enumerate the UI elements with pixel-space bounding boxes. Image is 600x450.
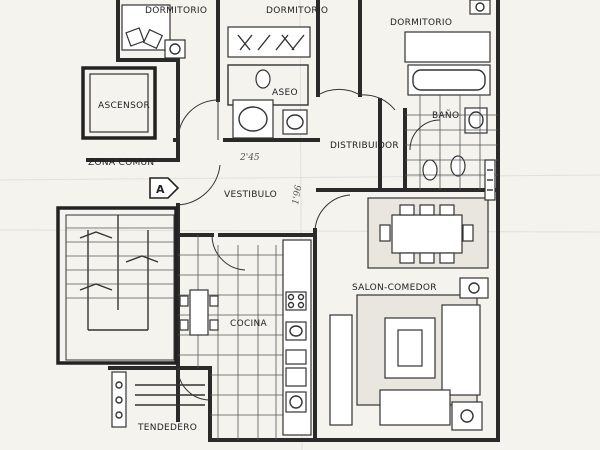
room-label-kitchen: COCINA bbox=[230, 319, 268, 329]
radiator bbox=[484, 159, 496, 201]
bedroom-1-furniture bbox=[121, 4, 186, 59]
dining-set bbox=[367, 197, 489, 269]
outer-walls bbox=[86, 0, 500, 442]
room-label-elevator: ASCENSOR bbox=[98, 101, 150, 111]
doors bbox=[177, 88, 441, 401]
room-label-bano: BAÑO bbox=[432, 110, 459, 121]
kitchen-counter bbox=[282, 239, 312, 436]
bedroom-2-furniture bbox=[227, 26, 311, 58]
dimension-corridor-width: 2'45 bbox=[239, 153, 260, 163]
room-label-common-zone: ZONA COMUN bbox=[88, 158, 154, 168]
room-label-bedroom-2: DORMITORIO bbox=[266, 6, 328, 16]
dimension-vestibule: 1'96 bbox=[291, 184, 304, 205]
room-label-living-dining: SALON-COMEDOR bbox=[352, 283, 437, 293]
lounge-set bbox=[329, 277, 489, 431]
room-label-laundry: TENDEDERO bbox=[137, 423, 197, 433]
kitchen-tiles bbox=[178, 235, 283, 440]
elevator-shaft bbox=[81, 66, 157, 140]
bano-fixtures bbox=[405, 64, 498, 190]
bedroom-3-furniture bbox=[404, 0, 491, 63]
room-label-bedroom-3: DORMITORIO bbox=[390, 18, 452, 28]
room-label-distributor: DISTRIBUIDOR bbox=[330, 141, 399, 151]
room-label-bedroom-1: DORMITORIO bbox=[145, 6, 207, 16]
entry-marker-label: A bbox=[156, 183, 165, 196]
entry-arrow-marker bbox=[149, 177, 180, 199]
room-label-aseo: ASEO bbox=[272, 88, 298, 98]
room-label-vestibule: VESTIBULO bbox=[224, 190, 277, 200]
aseo-fixtures bbox=[227, 64, 309, 139]
stairwell bbox=[56, 206, 178, 365]
laundry-fixtures bbox=[111, 371, 205, 428]
